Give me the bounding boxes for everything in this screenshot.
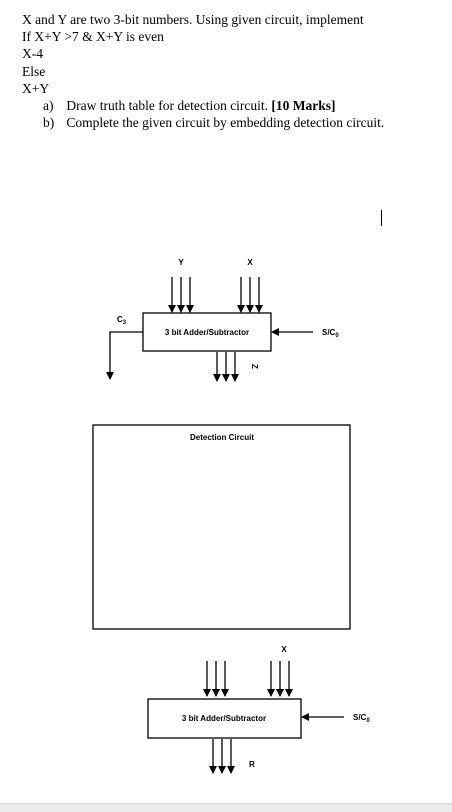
text-cursor [381,210,382,226]
bottom-adder-box [147,698,302,739]
question-b: b) Complete the given circuit by embeddi… [43,114,384,131]
top-adder-y-inputs [168,277,194,313]
question-a-text: Draw truth table for detection circuit. [66,98,272,113]
top-adder-control-label: S/C0 [322,328,339,339]
bottom-adder-label: 3 bit Adder/Subtractor [182,714,266,723]
bottom-adder-left-inputs [203,661,229,697]
detection-circuit: Detection Circuit [92,424,351,630]
question-a-marks: [10 Marks] [271,98,336,113]
top-adder-carry-arrow [106,331,143,380]
bottom-adder-control-sub: 0 [366,718,370,724]
top-adder-z-outputs [213,352,239,382]
detection-circuit-box [92,424,351,630]
top-adder-box [142,312,272,352]
bottom-adder-x-inputs [267,661,293,697]
bottom-adder-control-label: S/C0 [353,713,370,724]
bottom-adder-r-label: R [249,760,255,769]
detection-circuit-label: Detection Circuit [190,433,254,442]
top-adder-z-label: Z [250,364,259,369]
question-b-text: Complete the given circuit by embedding … [66,115,385,130]
bottom-adder: X 3 bit Adder/Subtractor S/C0 R [147,645,370,774]
top-adder-carry-sub: 3 [123,320,127,326]
window-bottom-bar [0,803,452,812]
top-adder-y-label: Y [178,258,184,267]
else-keyword: Else [22,64,46,79]
bottom-adder-r-outputs [209,739,235,774]
bottom-adder-control-text: S/C [353,713,367,722]
top-adder: Y X 3 bit Adder/Subtractor S/C0 C3 Z [106,258,339,382]
top-adder-carry-label: C3 [117,315,127,326]
else-expression: X+Y [22,81,50,96]
top-adder-control-sub: 0 [335,333,339,339]
top-adder-x-inputs [237,277,263,313]
condition-line: If X+Y >7 & X+Y is even [22,29,164,44]
problem-statement: X and Y are two 3-bit numbers. Using giv… [22,12,364,27]
question-a-label: a) [43,98,54,113]
top-adder-label: 3 bit Adder/Subtractor [165,328,249,337]
top-adder-x-label: X [247,258,253,267]
then-expression: X-4 [22,46,43,61]
bottom-adder-x-label: X [281,645,287,654]
question-a: a) Draw truth table for detection circui… [43,97,336,114]
question-b-label: b) [43,115,55,130]
top-adder-control-text: S/C [322,328,336,337]
top-adder-carry-text: C [117,315,123,324]
